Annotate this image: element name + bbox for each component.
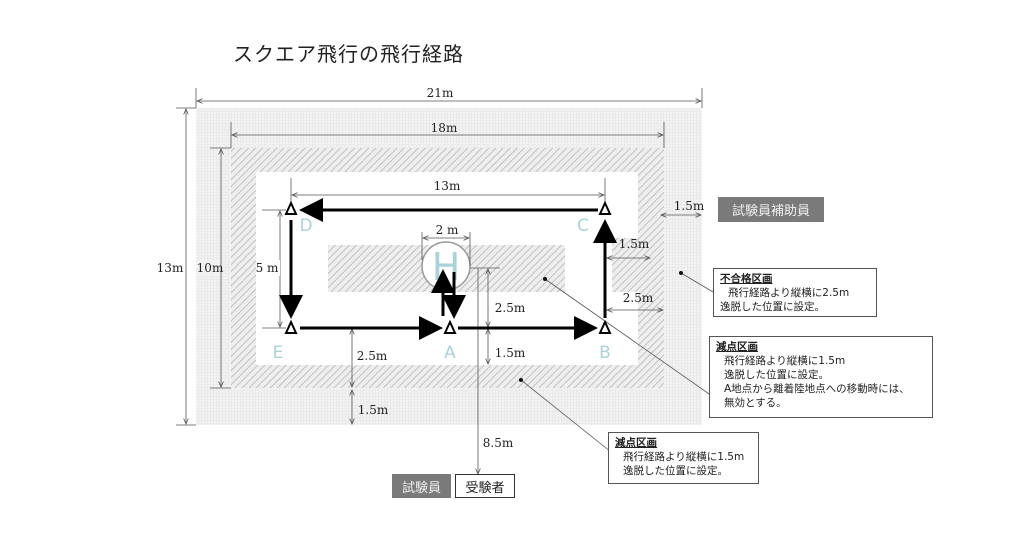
diagram-title: スクエア飛行の飛行経路 (233, 42, 464, 66)
deduction-zone-inner-callout: 減点区画 飛行経路より縦横に1.5m 逸脱した位置に設定。 A地点から離着陸地点… (709, 336, 933, 418)
callout-line: 逸脱した位置に設定。 (720, 301, 825, 313)
examinee-tag: 受験者 (455, 474, 515, 498)
callout-line: 飛行経路より縦横に1.5m (623, 451, 745, 463)
dim-2m: 2 m (436, 223, 459, 237)
dim-1-5m-right-outer: 1.5m (674, 199, 705, 213)
callout-heading: 不合格区画 (720, 273, 773, 285)
point-c-label: C (577, 216, 589, 236)
callout-line: 飛行経路より縦横に1.5m (724, 355, 846, 367)
dim-10m: 10m (197, 261, 224, 275)
leader-dot (679, 271, 683, 275)
callout-line: A地点から離着陸地点への移動時には、 (724, 383, 910, 395)
point-c-marker (598, 200, 612, 215)
callout-line: 逸脱した位置に設定。 (623, 465, 728, 477)
callout-heading: 減点区画 (716, 341, 758, 353)
dim-5m: 5 m (256, 261, 279, 275)
leader-dot (519, 378, 523, 382)
point-a-marker (443, 319, 457, 334)
heliport-label: H (432, 245, 461, 289)
point-d-label: D (299, 216, 312, 236)
point-e-marker (284, 319, 298, 334)
examiner-tag: 試験員 (392, 474, 451, 498)
callout-line: 無効とする。 (724, 397, 787, 409)
fail-zone-callout: 不合格区画 飛行経路より縦横に2.5m 逸脱した位置に設定。 (713, 268, 877, 317)
dim-1-5m-a: 1.5m (495, 346, 526, 360)
dim-2-5m-bottom: 2.5m (357, 349, 388, 363)
dim-13m-path: 13m (434, 179, 461, 193)
dim-1-5m-right-inner: 1.5m (619, 237, 650, 251)
callout-line: 飛行経路より縦横に2.5m (728, 287, 850, 299)
point-b-label: B (599, 343, 611, 363)
dim-18m: 18m (431, 121, 458, 135)
leader-dot (543, 277, 547, 281)
dim-21m: 21m (427, 86, 454, 100)
callout-line: 逸脱した位置に設定。 (724, 369, 829, 381)
dim-2-5m-right: 2.5m (623, 291, 654, 305)
dim-2-5m-center: 2.5m (495, 301, 526, 315)
deduction-zone-outer-callout: 減点区画 飛行経路より縦横に1.5m 逸脱した位置に設定。 (608, 432, 759, 484)
callout-heading: 減点区画 (615, 437, 657, 449)
point-d-marker (284, 200, 298, 215)
dim-13m-outer: 13m (157, 261, 184, 275)
point-b-marker (598, 319, 612, 334)
assistant-examiner-tag: 試験員補助員 (718, 197, 824, 222)
dim-8-5m: 8.5m (483, 436, 514, 450)
point-a-label: A (444, 343, 456, 363)
point-e-label: E (273, 343, 284, 363)
dim-1-5m-bottom: 1.5m (358, 403, 389, 417)
